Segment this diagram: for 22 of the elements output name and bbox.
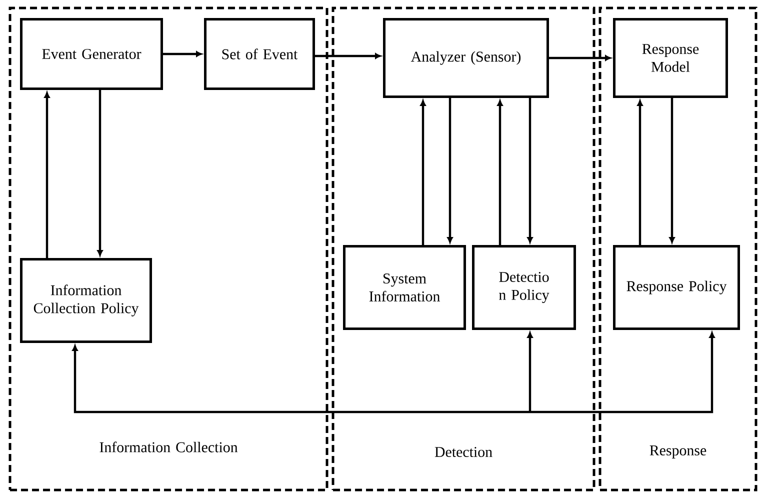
arrow [44,92,50,258]
arrow [72,345,530,414]
arrow [530,332,715,414]
process-box: System Information [343,245,466,330]
process-box: Detectio n Policy [472,245,576,330]
process-box: Response Model [613,18,728,98]
process-box: Information Collection Policy [20,258,152,343]
process-box: Event Generator [20,18,163,90]
arrow [97,90,103,256]
arrow [163,51,202,57]
arrow [447,98,453,243]
arrow [549,55,611,61]
process-box: Set of Event [204,18,315,90]
process-box: Analyzer (Sensor) [383,18,549,98]
arrow [527,98,533,243]
arrow [497,100,503,245]
process-box: Response Policy [613,245,740,330]
arrow [420,100,426,245]
arrow [637,100,643,245]
arrow [527,332,533,412]
arrow [669,98,675,243]
arrow [315,53,381,59]
